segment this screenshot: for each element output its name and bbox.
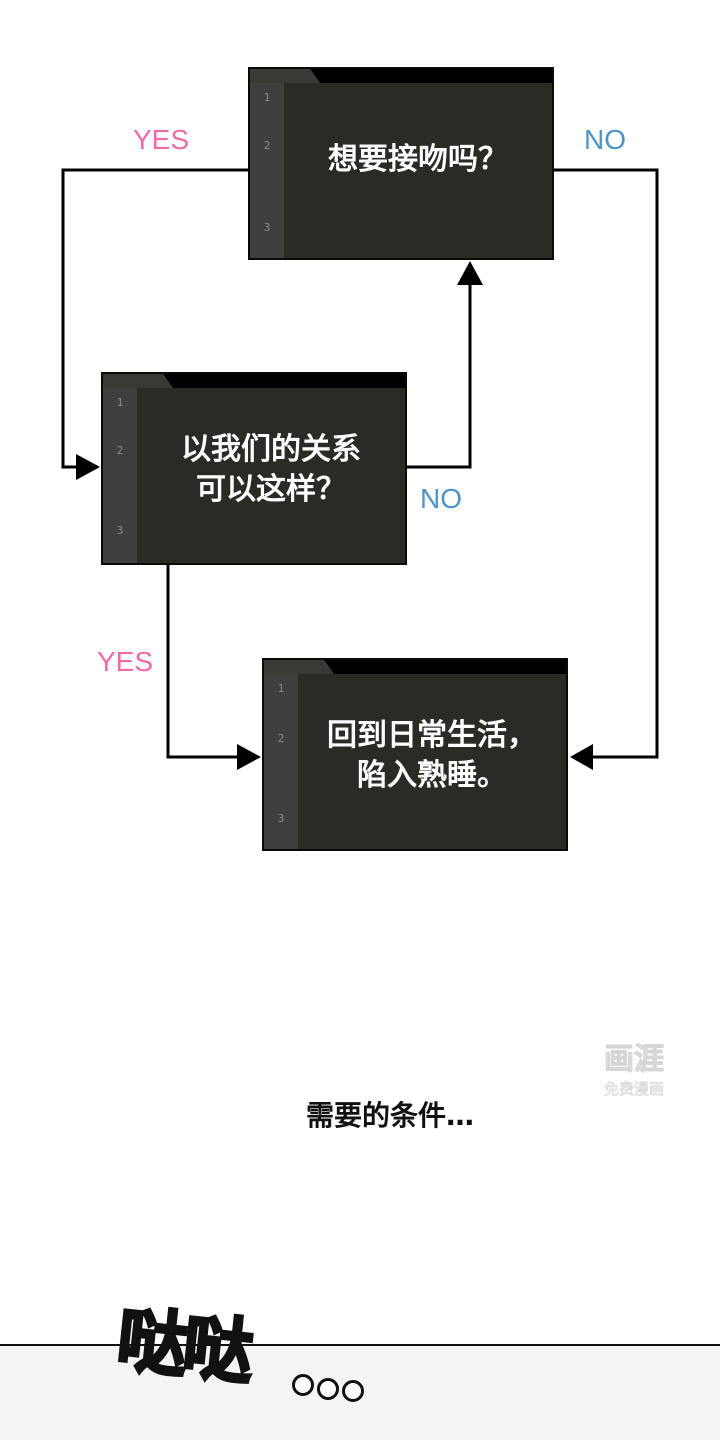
line-gutter xyxy=(264,674,298,849)
narration-caption: 需要的条件… xyxy=(305,1099,474,1132)
line-gutter xyxy=(103,388,137,563)
arrowhead-kiss-yes xyxy=(76,454,100,480)
line-number: 1 xyxy=(116,396,124,409)
line-number: 2 xyxy=(116,444,124,457)
watermark-logo: 画涯 免费漫画 xyxy=(588,1034,680,1104)
box-tab xyxy=(103,374,173,388)
line-number: 1 xyxy=(277,682,285,695)
decision-box-relation: 1 2 3 以我们的关系 可以这样？ xyxy=(101,372,407,565)
arrowhead-kiss-no xyxy=(570,744,593,770)
line-number: 3 xyxy=(277,812,285,825)
watermark-subtitle: 免费漫画 xyxy=(603,1080,665,1099)
dot xyxy=(342,1380,364,1402)
line-number: 1 xyxy=(263,91,271,104)
box-tabbar xyxy=(264,660,566,674)
sound-effect-text: 哒哒 xyxy=(112,1297,255,1395)
line-number: 3 xyxy=(263,221,271,234)
sound-effect-dots xyxy=(292,1366,372,1402)
box-tab xyxy=(264,660,334,674)
box-tabbar xyxy=(103,374,405,388)
edge-label-kiss-yes: YES xyxy=(133,124,190,155)
line-gutter xyxy=(250,83,284,258)
edge-label-kiss-no: NO xyxy=(584,124,626,155)
box-label-kiss: 想要接吻吗？ xyxy=(328,141,508,177)
arrowhead-relation-yes xyxy=(237,744,261,770)
box-label-relation: 以我们的关系 可以这样？ xyxy=(181,431,361,507)
edge-label-relation-yes: YES xyxy=(97,646,154,677)
box-tabbar xyxy=(250,69,552,83)
line-number: 2 xyxy=(277,732,285,745)
outcome-box-sleep: 1 2 3 回到日常生活， 陷入熟睡。 xyxy=(262,658,568,851)
edge-relation-yes xyxy=(166,562,240,759)
dot xyxy=(292,1374,314,1396)
box-tab xyxy=(250,69,320,83)
edge-kiss-no xyxy=(552,168,659,759)
arrowhead-relation-no xyxy=(457,261,483,285)
watermark-title: 画涯 xyxy=(604,1042,665,1078)
line-number: 3 xyxy=(116,524,124,537)
box-label-sleep: 回到日常生活， 陷入熟睡。 xyxy=(327,717,537,793)
dot xyxy=(317,1378,339,1400)
edge-relation-no xyxy=(406,282,472,469)
line-number: 2 xyxy=(263,139,271,152)
edge-label-relation-no: NO xyxy=(420,483,462,514)
decision-box-kiss: 1 2 3 想要接吻吗？ xyxy=(248,67,554,260)
